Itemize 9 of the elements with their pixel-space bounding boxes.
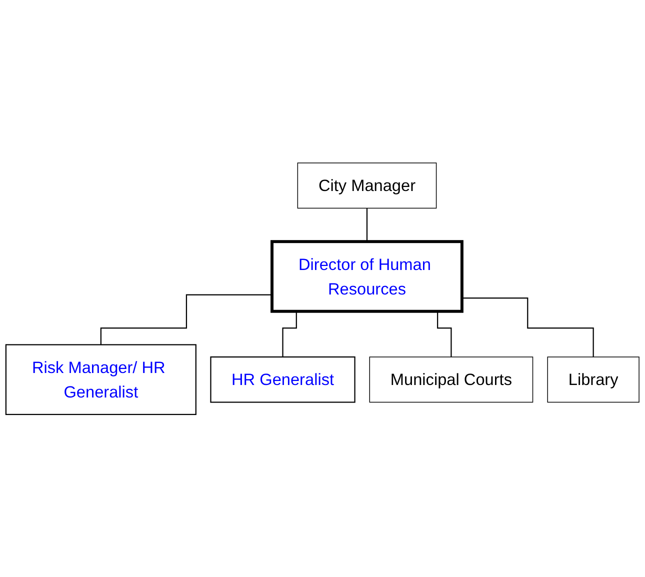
connector [100,294,272,346]
node-box: City Manager [297,162,437,208]
node-box: Library [547,356,640,402]
node-box: HR Generalist [210,356,356,403]
connector [462,297,594,358]
connector [366,207,368,242]
node-box: Director of Human Resources [270,240,464,313]
node-box: Municipal Courts [369,356,534,402]
node-box: Risk Manager/ HR Generalist [5,344,196,415]
